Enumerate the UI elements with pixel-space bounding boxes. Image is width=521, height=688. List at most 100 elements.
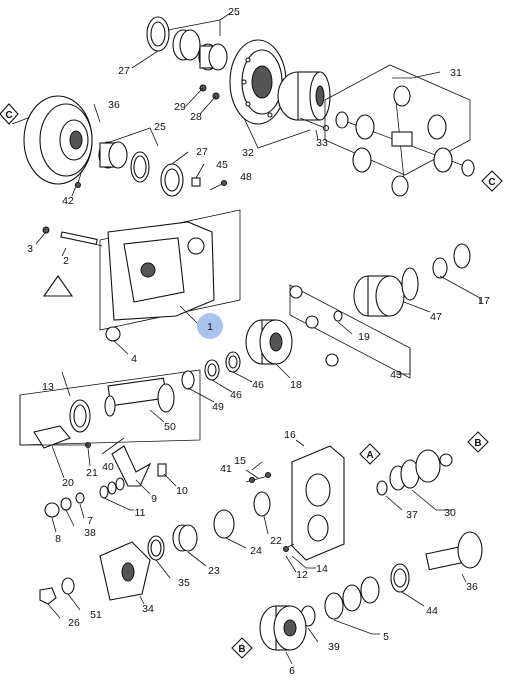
callout-2: 2 <box>63 255 69 267</box>
svg-text:A: A <box>366 450 373 461</box>
ref-marker-c-top: C <box>0 103 19 125</box>
callout-51: 51 <box>90 609 102 621</box>
callout-21: 21 <box>86 467 98 479</box>
callout-34: 34 <box>142 603 154 615</box>
callout-26: 26 <box>68 617 80 629</box>
callout-46-b: 46 <box>252 379 264 391</box>
bearing-13 <box>69 399 91 433</box>
carrier-housing-1 <box>99 209 241 331</box>
callout-48: 48 <box>240 171 252 183</box>
callout-25-left: 25 <box>154 121 166 133</box>
ref-marker-b-bottom: B <box>231 637 253 659</box>
callout-20: 20 <box>62 477 74 489</box>
svg-text:B: B <box>238 644 245 655</box>
callout-10: 10 <box>176 485 188 497</box>
callout-19: 19 <box>358 331 370 343</box>
gear-35 <box>147 535 165 561</box>
gear-30 <box>389 449 453 491</box>
callout-39: 39 <box>328 641 340 653</box>
snap-rings-5 <box>324 576 380 620</box>
seal-4 <box>105 326 121 342</box>
fork-9-40 <box>111 445 152 487</box>
callout-49: 49 <box>212 401 224 413</box>
callout-12: 12 <box>296 569 308 581</box>
callout-25-top: 25 <box>228 6 240 18</box>
callout-29: 29 <box>174 101 186 113</box>
leader-lines <box>11 11 481 665</box>
callout-7: 7 <box>87 515 93 527</box>
washers-49-46 <box>181 351 241 390</box>
callout-38: 38 <box>84 527 96 539</box>
spider-gear-set-31 <box>324 64 475 197</box>
callout-1: 1 <box>207 321 213 333</box>
washer-51-nut-26 <box>39 577 75 605</box>
callout-42: 42 <box>62 195 74 207</box>
bearing-cup-left <box>130 151 150 183</box>
callout-9: 9 <box>151 493 157 505</box>
gear-22 <box>253 491 271 517</box>
diff-cross-19-43 <box>289 284 411 379</box>
callout-45: 45 <box>216 159 228 171</box>
stud-2-3 <box>42 226 103 247</box>
callout-37: 37 <box>406 509 418 521</box>
diff-case-47 <box>353 267 419 317</box>
ref-marker-a-mid: A <box>359 443 381 465</box>
callout-23: 23 <box>208 565 220 577</box>
diff-case-32 <box>277 71 331 121</box>
gear-6 <box>259 605 307 651</box>
callout-31: 31 <box>450 67 462 79</box>
callout-36-top: 36 <box>108 99 120 111</box>
callout-3: 3 <box>27 243 33 255</box>
callout-11: 11 <box>135 507 146 519</box>
callout-1-highlight <box>197 313 223 339</box>
callout-labels: 1 2 3 4 5 6 7 8 9 10 11 12 13 14 15 16 1… <box>27 6 490 677</box>
callout-8: 8 <box>55 533 61 545</box>
bearing-cup-27-left <box>160 163 184 197</box>
dowel-28-29 <box>199 84 220 100</box>
callout-13: 13 <box>42 381 54 393</box>
ref-marker-b-right: B <box>467 431 489 453</box>
callout-50: 50 <box>164 421 176 433</box>
callout-6: 6 <box>289 665 295 677</box>
callout-32: 32 <box>242 147 254 159</box>
callout-27-left: 27 <box>196 146 208 158</box>
gear-23 <box>172 524 198 552</box>
callout-28: 28 <box>190 111 202 123</box>
clip-45-48 <box>191 177 227 191</box>
callout-27-top: 27 <box>118 65 130 77</box>
bearing-cone-top <box>172 29 201 61</box>
callout-16: 16 <box>284 429 296 441</box>
callout-15: 15 <box>234 455 246 467</box>
svg-text:C: C <box>488 177 495 188</box>
callout-40: 40 <box>102 461 114 473</box>
svg-text:B: B <box>474 438 481 449</box>
callout-36-bottom: 36 <box>466 581 478 593</box>
callout-35: 35 <box>178 577 190 589</box>
callout-41: 41 <box>220 463 232 475</box>
bearing-44 <box>390 563 410 593</box>
callout-5: 5 <box>383 631 389 643</box>
ring-gear-32 <box>229 39 287 125</box>
callout-44: 44 <box>426 605 438 617</box>
callout-4: 4 <box>131 353 137 365</box>
bearing-25-left <box>98 141 128 169</box>
brake-drum-36 <box>23 95 93 185</box>
svg-text:C: C <box>5 110 12 121</box>
callout-46-a: 46 <box>230 389 242 401</box>
seal-37 <box>376 480 388 496</box>
callout-18: 18 <box>290 379 302 391</box>
detent-11-7-38-8 <box>44 477 125 518</box>
plunger-10 <box>157 463 167 477</box>
triangle-marker-left <box>42 275 74 297</box>
callout-33: 33 <box>316 137 328 149</box>
callout-24: 24 <box>250 545 262 557</box>
callout-17: 17 <box>478 295 490 307</box>
callout-47: 47 <box>430 311 442 323</box>
output-shaft-36 <box>425 531 483 571</box>
callout-14: 14 <box>316 563 328 575</box>
cover-16 <box>291 445 345 561</box>
bearing-17 <box>432 243 471 279</box>
screw-42 <box>75 169 83 188</box>
yoke-34 <box>99 541 151 601</box>
